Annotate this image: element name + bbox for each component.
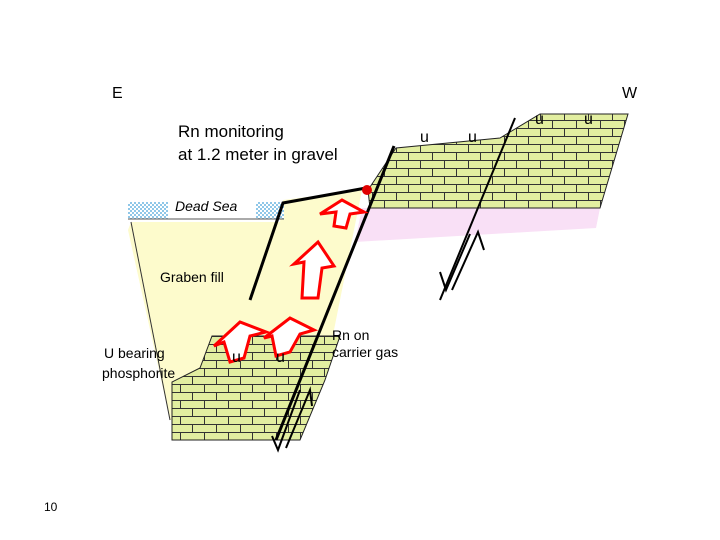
dead-sea-water-right	[256, 202, 284, 219]
u-marker: u	[276, 349, 285, 366]
rn-arrow-4	[319, 198, 369, 230]
east-label: E	[112, 85, 123, 102]
rn-sensor-dot	[362, 185, 372, 195]
u-marker: u	[232, 349, 241, 366]
u-marker: u	[535, 111, 544, 128]
u-bearing-label-line2: phosphorite	[102, 365, 175, 381]
rn-arrow-1	[212, 320, 271, 364]
dead-sea-water-left	[128, 202, 168, 219]
monitoring-label-line1: Rn monitoring	[178, 122, 284, 141]
graben-fill-label: Graben fill	[160, 269, 224, 285]
rn-arrows	[212, 198, 369, 364]
u-bearing-label-line1: U bearing	[104, 345, 165, 361]
west-label: W	[622, 85, 638, 102]
rn-carrier-label-line2: carrier gas	[332, 344, 398, 360]
main-fault-line	[274, 145, 396, 441]
u-marker: u	[420, 129, 429, 146]
gravel-boundary	[248, 186, 367, 301]
rn-carrier-label-line1: Rn on	[332, 327, 369, 343]
secondary-fault-line	[439, 117, 516, 301]
rn-arrow-2	[263, 316, 319, 358]
page-number: 10	[44, 500, 58, 514]
fault-movement-arrows	[271, 229, 485, 453]
u-marker: u	[584, 111, 593, 128]
pink-layer	[355, 208, 600, 242]
monitoring-label-line2: at 1.2 meter in gravel	[178, 145, 338, 164]
rn-arrow-3	[289, 239, 337, 300]
dead-sea-label: Dead Sea	[175, 198, 237, 214]
u-marker: u	[468, 129, 477, 146]
